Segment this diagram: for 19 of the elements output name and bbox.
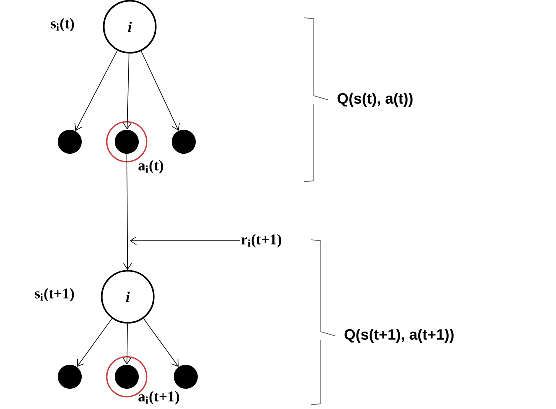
action-label: a$_{i}$(t+1): [138, 391, 180, 405]
state-label: s$_{i}$(t+1): [35, 288, 74, 302]
action-dot: [58, 365, 82, 389]
value-label: Q(s(t+1), a(t+1)): [344, 329, 454, 343]
arrow: [122, 323, 132, 365]
arrow: [143, 318, 179, 368]
action-dot: [174, 365, 198, 389]
arrow: [123, 154, 132, 270]
arrow: [74, 50, 118, 132]
state-label: s$_{i}$(t): [51, 18, 74, 32]
arrow: [141, 50, 180, 131]
action-label: a$_{i}$(t): [138, 160, 164, 174]
arrow: [123, 53, 132, 130]
value-label: Q(s(t), a(t)): [338, 93, 413, 107]
action-dot: [58, 130, 82, 154]
arrow: [77, 318, 113, 368]
reward-label: r$_{i}$(t+1): [242, 234, 282, 248]
arrow: [130, 236, 240, 246]
action-dot: [172, 130, 196, 154]
